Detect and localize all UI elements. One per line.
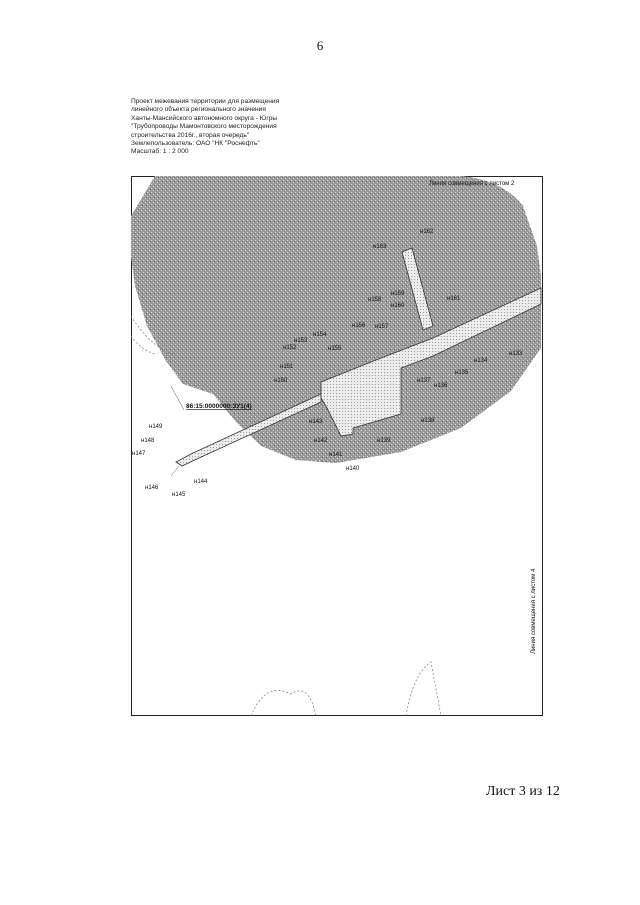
- point-label: н133: [509, 351, 523, 357]
- point-label: н156: [352, 323, 366, 329]
- point-label: н163: [373, 244, 387, 250]
- point-label: н151: [280, 364, 294, 370]
- point-label: н157: [375, 324, 389, 330]
- point-label: н137: [417, 378, 431, 384]
- point-label: н134: [474, 358, 488, 364]
- contour-line: [250, 661, 442, 716]
- title-line: Проект межевания территории для размещен…: [131, 98, 280, 105]
- point-label: н135: [455, 370, 469, 376]
- point-label: н150: [274, 378, 288, 384]
- point-label: н158: [368, 297, 382, 303]
- point-label: н147: [132, 451, 146, 457]
- parcel-label: 86:15:0000000:ЗУ1(4): [186, 403, 252, 410]
- point-label: н143: [309, 419, 323, 425]
- point-label: н162: [420, 229, 434, 235]
- point-label: н141: [329, 452, 343, 458]
- page-number: 6: [316, 38, 324, 53]
- point-label: н152: [283, 345, 297, 351]
- title-line: строительства 2016г., вторая очередь": [131, 131, 250, 139]
- point-label: н144: [194, 479, 208, 485]
- point-label: н146: [145, 485, 159, 491]
- point-label: н154: [313, 332, 327, 338]
- title-line: Ханты-Мансийского автономного округа - Ю…: [131, 114, 278, 122]
- point-label: н148: [141, 438, 155, 444]
- point-label: н140: [346, 466, 360, 472]
- map-frame: Линия совмещения с листом 2 Линия совмещ…: [131, 176, 543, 716]
- title-line: линейного объекта регионального значения: [131, 106, 266, 114]
- scale-line: Масштаб: 1 : 2 000: [131, 148, 189, 156]
- point-label: н153: [294, 338, 308, 344]
- pad-area: [320, 287, 542, 437]
- point-label: н161: [447, 296, 461, 302]
- point-label: н145: [172, 492, 186, 498]
- sheet-label: Лист 3 из 12: [486, 784, 560, 799]
- boundary-line: [131, 315, 178, 357]
- forest-area: [131, 176, 541, 463]
- point-label: н136: [434, 383, 448, 389]
- match-line-top-label: Линия совмещения с листом 2: [429, 181, 515, 187]
- land-user-line: Землепользователь: ОАО "НК "Роснефть": [131, 140, 260, 148]
- title-line: "Трубопроводы Мамонтовского месторождени…: [131, 123, 277, 131]
- leader-line: [170, 385, 185, 411]
- point-label: н138: [421, 418, 435, 424]
- point-label: н142: [314, 438, 328, 444]
- point-label: н155: [328, 346, 342, 352]
- leader-line: [170, 465, 180, 477]
- access-strip: [401, 247, 434, 331]
- point-label: н139: [377, 438, 391, 444]
- point-label: н159: [391, 291, 405, 297]
- match-line-right-label: Линия совмещения с листом 4: [531, 568, 537, 654]
- map-canvas: Линия совмещения с листом 2 Линия совмещ…: [131, 176, 543, 716]
- point-label: н149: [149, 424, 163, 430]
- title-block: Проект межевания территории для размещен…: [131, 98, 331, 157]
- corridor-strip: [175, 393, 322, 467]
- point-label: н160: [391, 303, 405, 309]
